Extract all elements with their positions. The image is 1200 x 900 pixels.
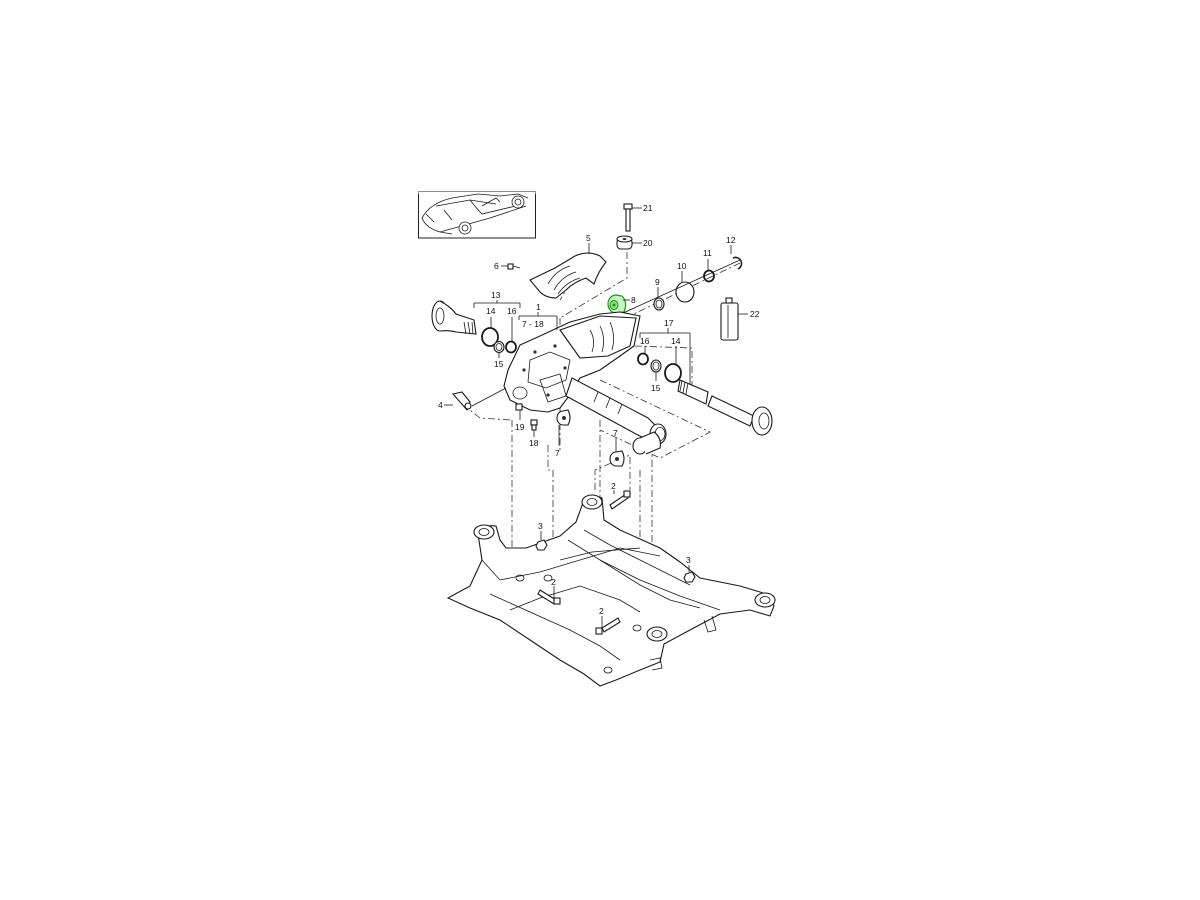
part-21-bolt[interactable]: [623, 203, 633, 232]
part-20-bushing[interactable]: [616, 235, 633, 250]
callout-7-18[interactable]: 7 - 18: [522, 319, 544, 329]
callout-3-left[interactable]: 3: [538, 521, 543, 531]
callout-17[interactable]: 17: [664, 318, 674, 328]
part-15-shim-left[interactable]: [493, 340, 505, 354]
part-2-bolt-bottom[interactable]: [595, 617, 621, 635]
callout-18[interactable]: 18: [529, 438, 539, 448]
callout-2-bottom[interactable]: 2: [599, 606, 604, 616]
callout-16-right[interactable]: 16: [640, 336, 650, 346]
callout-21[interactable]: 21: [643, 203, 653, 213]
callout-14-left[interactable]: 14: [486, 306, 496, 316]
callout-20[interactable]: 20: [643, 238, 653, 248]
part-3-nut-left[interactable]: [535, 539, 548, 551]
callout-13[interactable]: 13: [491, 290, 501, 300]
part-3-nut-right[interactable]: [683, 571, 696, 583]
part-6-screw[interactable]: [507, 263, 521, 270]
leader-lines: [444, 207, 748, 628]
part-1-differential-housing[interactable]: [503, 311, 641, 413]
part-14-seal-ring-right[interactable]: [664, 363, 682, 383]
callout-1[interactable]: 1: [536, 302, 541, 312]
part-2-bolt-top[interactable]: [609, 490, 631, 510]
part-14-seal-ring-left[interactable]: [481, 327, 499, 347]
subframe-crossmember[interactable]: [446, 494, 776, 687]
part-16-circlip-left[interactable]: [505, 340, 517, 354]
part-2-bolt-middle[interactable]: [537, 589, 561, 605]
callout-9[interactable]: 9: [655, 277, 660, 287]
part-17-axle-shaft[interactable]: [677, 379, 773, 436]
part-16-circlip-right[interactable]: [637, 352, 649, 366]
callout-2-middle[interactable]: 2: [551, 577, 556, 587]
part-13-flange-shaft[interactable]: [431, 300, 477, 335]
callout-11[interactable]: 11: [703, 248, 712, 258]
callout-3-right[interactable]: 3: [686, 555, 691, 565]
callout-16-left[interactable]: 16: [507, 306, 517, 316]
part-18-filler-plug[interactable]: [530, 419, 538, 431]
part-5-heat-shield[interactable]: [529, 252, 607, 299]
car-sketch-icon: [421, 193, 529, 235]
callout-22[interactable]: 22: [750, 309, 760, 319]
part-19-drain-plug[interactable]: [515, 403, 523, 411]
part-7-bushing-right[interactable]: [609, 450, 625, 467]
callout-19[interactable]: 19: [515, 422, 525, 432]
callout-7-right[interactable]: 7: [613, 428, 618, 438]
part-9-seal[interactable]: [653, 297, 665, 311]
callout-12[interactable]: 12: [726, 235, 736, 245]
part-22-oil-container[interactable]: [720, 297, 739, 341]
callout-7-left[interactable]: 7: [555, 448, 560, 458]
part-15-shim-right[interactable]: [650, 359, 662, 373]
part-4-breather[interactable]: [451, 387, 507, 412]
part-7-tube-bushing[interactable]: [632, 431, 661, 455]
callout-15-right[interactable]: 15: [651, 383, 661, 393]
callout-2-top[interactable]: 2: [611, 481, 616, 491]
part-8-mounting-bushing-highlighted[interactable]: [607, 294, 627, 314]
callout-8[interactable]: 8: [631, 295, 636, 305]
callout-15-left[interactable]: 15: [494, 359, 504, 369]
part-12-circlip[interactable]: [732, 256, 743, 270]
callout-6[interactable]: 6: [494, 261, 499, 271]
callout-4[interactable]: 4: [438, 400, 443, 410]
part-7-bushing-left[interactable]: [556, 409, 571, 426]
callout-10[interactable]: 10: [677, 261, 687, 271]
callout-14-right[interactable]: 14: [671, 336, 681, 346]
callout-5[interactable]: 5: [586, 233, 591, 243]
vehicle-location-thumbnail[interactable]: [418, 191, 536, 239]
callout-labels: 21 20 5 6 10 11 12 9 8 22 13 14 16 15 1 …: [438, 203, 760, 616]
